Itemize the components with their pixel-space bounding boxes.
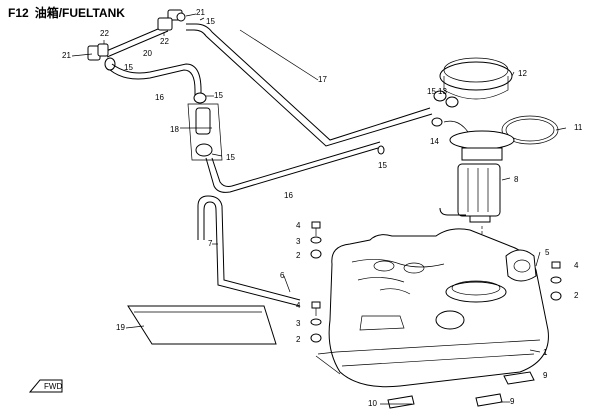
leader-lines [71, 13, 567, 405]
callout-4: 4 [296, 221, 301, 230]
vent-hose-assembly [87, 9, 433, 147]
callout-1: 1 [543, 348, 548, 357]
callout-18: 18 [170, 125, 179, 134]
mount-bolts-left [310, 221, 322, 343]
callout-15: 15 [226, 153, 235, 162]
protection-plate [127, 305, 277, 345]
page-header: F12 油箱/FUELTANK [8, 4, 131, 21]
callout-6: 6 [280, 271, 285, 280]
callout-10: 10 [368, 399, 377, 408]
gasket-ring [501, 115, 559, 145]
callout-13: 13 [438, 87, 447, 96]
forward-arrow-icon: FWD [28, 379, 63, 393]
callout-17: 17 [318, 75, 327, 84]
fuel-pump [431, 90, 515, 278]
callout-2: 2 [296, 335, 301, 344]
fuel-tank-cap [439, 57, 513, 100]
callout-20: 20 [143, 49, 152, 58]
callout-16: 16 [155, 93, 164, 102]
callout-numbers: 21 15 22 22 21 20 15 16 15 18 15 17 16 1… [62, 8, 583, 408]
callout-22: 22 [160, 37, 169, 46]
tank-cap-small [505, 249, 537, 282]
callout-14: 14 [430, 137, 439, 146]
callout-21: 21 [196, 8, 205, 17]
callout-22: 22 [100, 29, 109, 38]
drain-hose [197, 195, 301, 307]
callout-15: 15 [206, 17, 215, 26]
fwd-label: FWD [44, 382, 62, 391]
callout-5: 5 [545, 248, 550, 257]
rubber-pads [387, 371, 535, 409]
fuel-tank [315, 228, 549, 388]
mount-bolts-right [550, 261, 562, 301]
section-title: 油箱/FUELTANK [34, 6, 125, 20]
callout-2: 2 [296, 251, 301, 260]
callout-8: 8 [514, 175, 519, 184]
callout-15: 15 [124, 63, 133, 72]
callout-15: 15 [214, 91, 223, 100]
callout-9: 9 [510, 397, 515, 406]
callout-21: 21 [62, 51, 71, 60]
callout-15: 15 [378, 161, 387, 170]
callout-3: 3 [296, 237, 301, 246]
callout-4: 4 [574, 261, 579, 270]
callout-7: 7 [208, 239, 213, 248]
return-hose [205, 141, 385, 193]
callout-15: 15 [427, 87, 436, 96]
section-code: F12 [8, 6, 29, 20]
callout-19: 19 [116, 323, 125, 332]
fuel-filter-assembly [187, 92, 223, 161]
callout-4: 4 [296, 301, 301, 310]
callout-11: 11 [574, 123, 583, 132]
callout-9: 9 [543, 371, 548, 380]
callout-16: 16 [284, 191, 293, 200]
callout-12: 12 [518, 69, 527, 78]
callout-2: 2 [574, 291, 579, 300]
callout-3: 3 [296, 319, 301, 328]
